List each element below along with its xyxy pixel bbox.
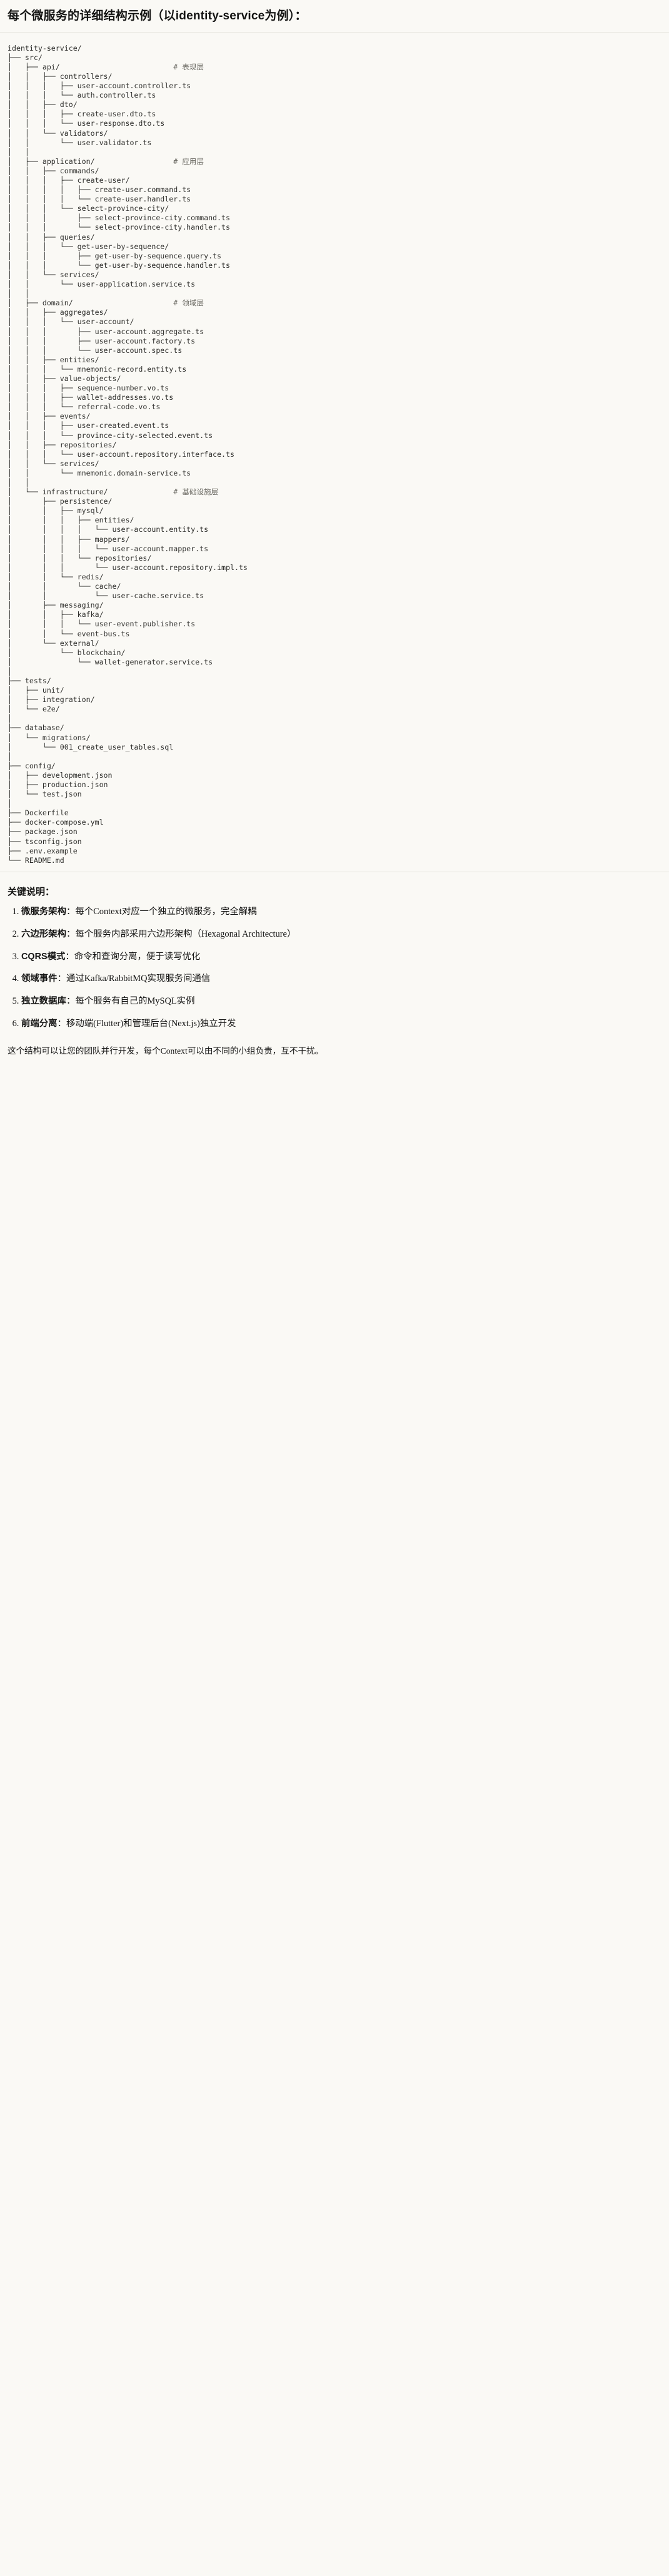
key-point-body: 每个服务有自己的MySQL实例: [75, 996, 195, 1007]
key-point-body: 通过Kafka/RabbitMQ实现服务间通信: [66, 974, 211, 984]
key-point-separator: ：: [57, 1019, 66, 1029]
closing-paragraph: 这个结构可以让您的团队并行开发，每个Context可以由不同的小组负责，互不干扰…: [0, 1044, 669, 1068]
tree-comment: # 领域层: [173, 298, 204, 308]
tree-comment: # 基础设施层: [173, 487, 219, 497]
page-title: 每个微服务的详细结构示例（以identity-service为例）：: [8, 9, 307, 23]
tree-comment: # 表现层: [173, 62, 204, 71]
key-point-term: 前端分离: [21, 1019, 58, 1029]
key-point-term: 领域事件: [21, 974, 58, 984]
list-item: 领域事件：通过Kafka/RabbitMQ实现服务间通信: [21, 972, 661, 985]
key-point-body: 每个Context对应一个独立的微服务，完全解耦: [75, 906, 257, 917]
directory-tree: identity-service/ ├── src/ │ ├── api/ # …: [8, 43, 248, 865]
key-point-separator: ：: [66, 929, 76, 939]
tree-comment: # 应用层: [173, 156, 204, 166]
document-header: 每个微服务的详细结构示例（以identity-service为例）：: [0, 0, 669, 33]
document-page: 每个微服务的详细结构示例（以identity-service为例）： ident…: [0, 0, 669, 1068]
list-item: 前端分离：移动端(Flutter)和管理后台(Next.js)独立开发: [21, 1017, 661, 1031]
list-item: 独立数据库：每个服务有自己的MySQL实例: [21, 995, 661, 1008]
key-point-term: 微服务架构: [21, 906, 66, 917]
key-point-separator: ：: [66, 996, 76, 1007]
key-point-separator: ：: [65, 951, 74, 962]
list-item: 六边形架构：每个服务内部采用六边形架构（Hexagonal Architectu…: [21, 928, 661, 941]
key-point-separator: ：: [57, 974, 66, 984]
key-point-term: 六边形架构: [21, 929, 66, 939]
key-point-separator: ：: [66, 906, 76, 917]
list-item: CQRS模式：命令和查询分离，便于读写优化: [21, 950, 661, 964]
key-points-list: 微服务架构：每个Context对应一个独立的微服务，完全解耦 六边形架构：每个服…: [8, 905, 661, 1031]
key-point-body: 每个服务内部采用六边形架构（Hexagonal Architecture）: [75, 929, 296, 939]
key-point-term: CQRS模式: [21, 951, 66, 962]
key-point-body: 移动端(Flutter)和管理后台(Next.js)独立开发: [66, 1019, 236, 1029]
key-point-term: 独立数据库: [21, 996, 66, 1007]
key-points-section: 关键说明： 微服务架构：每个Context对应一个独立的微服务，完全解耦 六边形…: [0, 871, 669, 1044]
key-points-heading: 关键说明：: [8, 886, 55, 897]
list-item: 微服务架构：每个Context对应一个独立的微服务，完全解耦: [21, 905, 661, 919]
directory-tree-block: identity-service/ ├── src/ │ ├── api/ # …: [0, 32, 669, 872]
key-point-body: 命令和查询分离，便于读写优化: [74, 951, 201, 962]
